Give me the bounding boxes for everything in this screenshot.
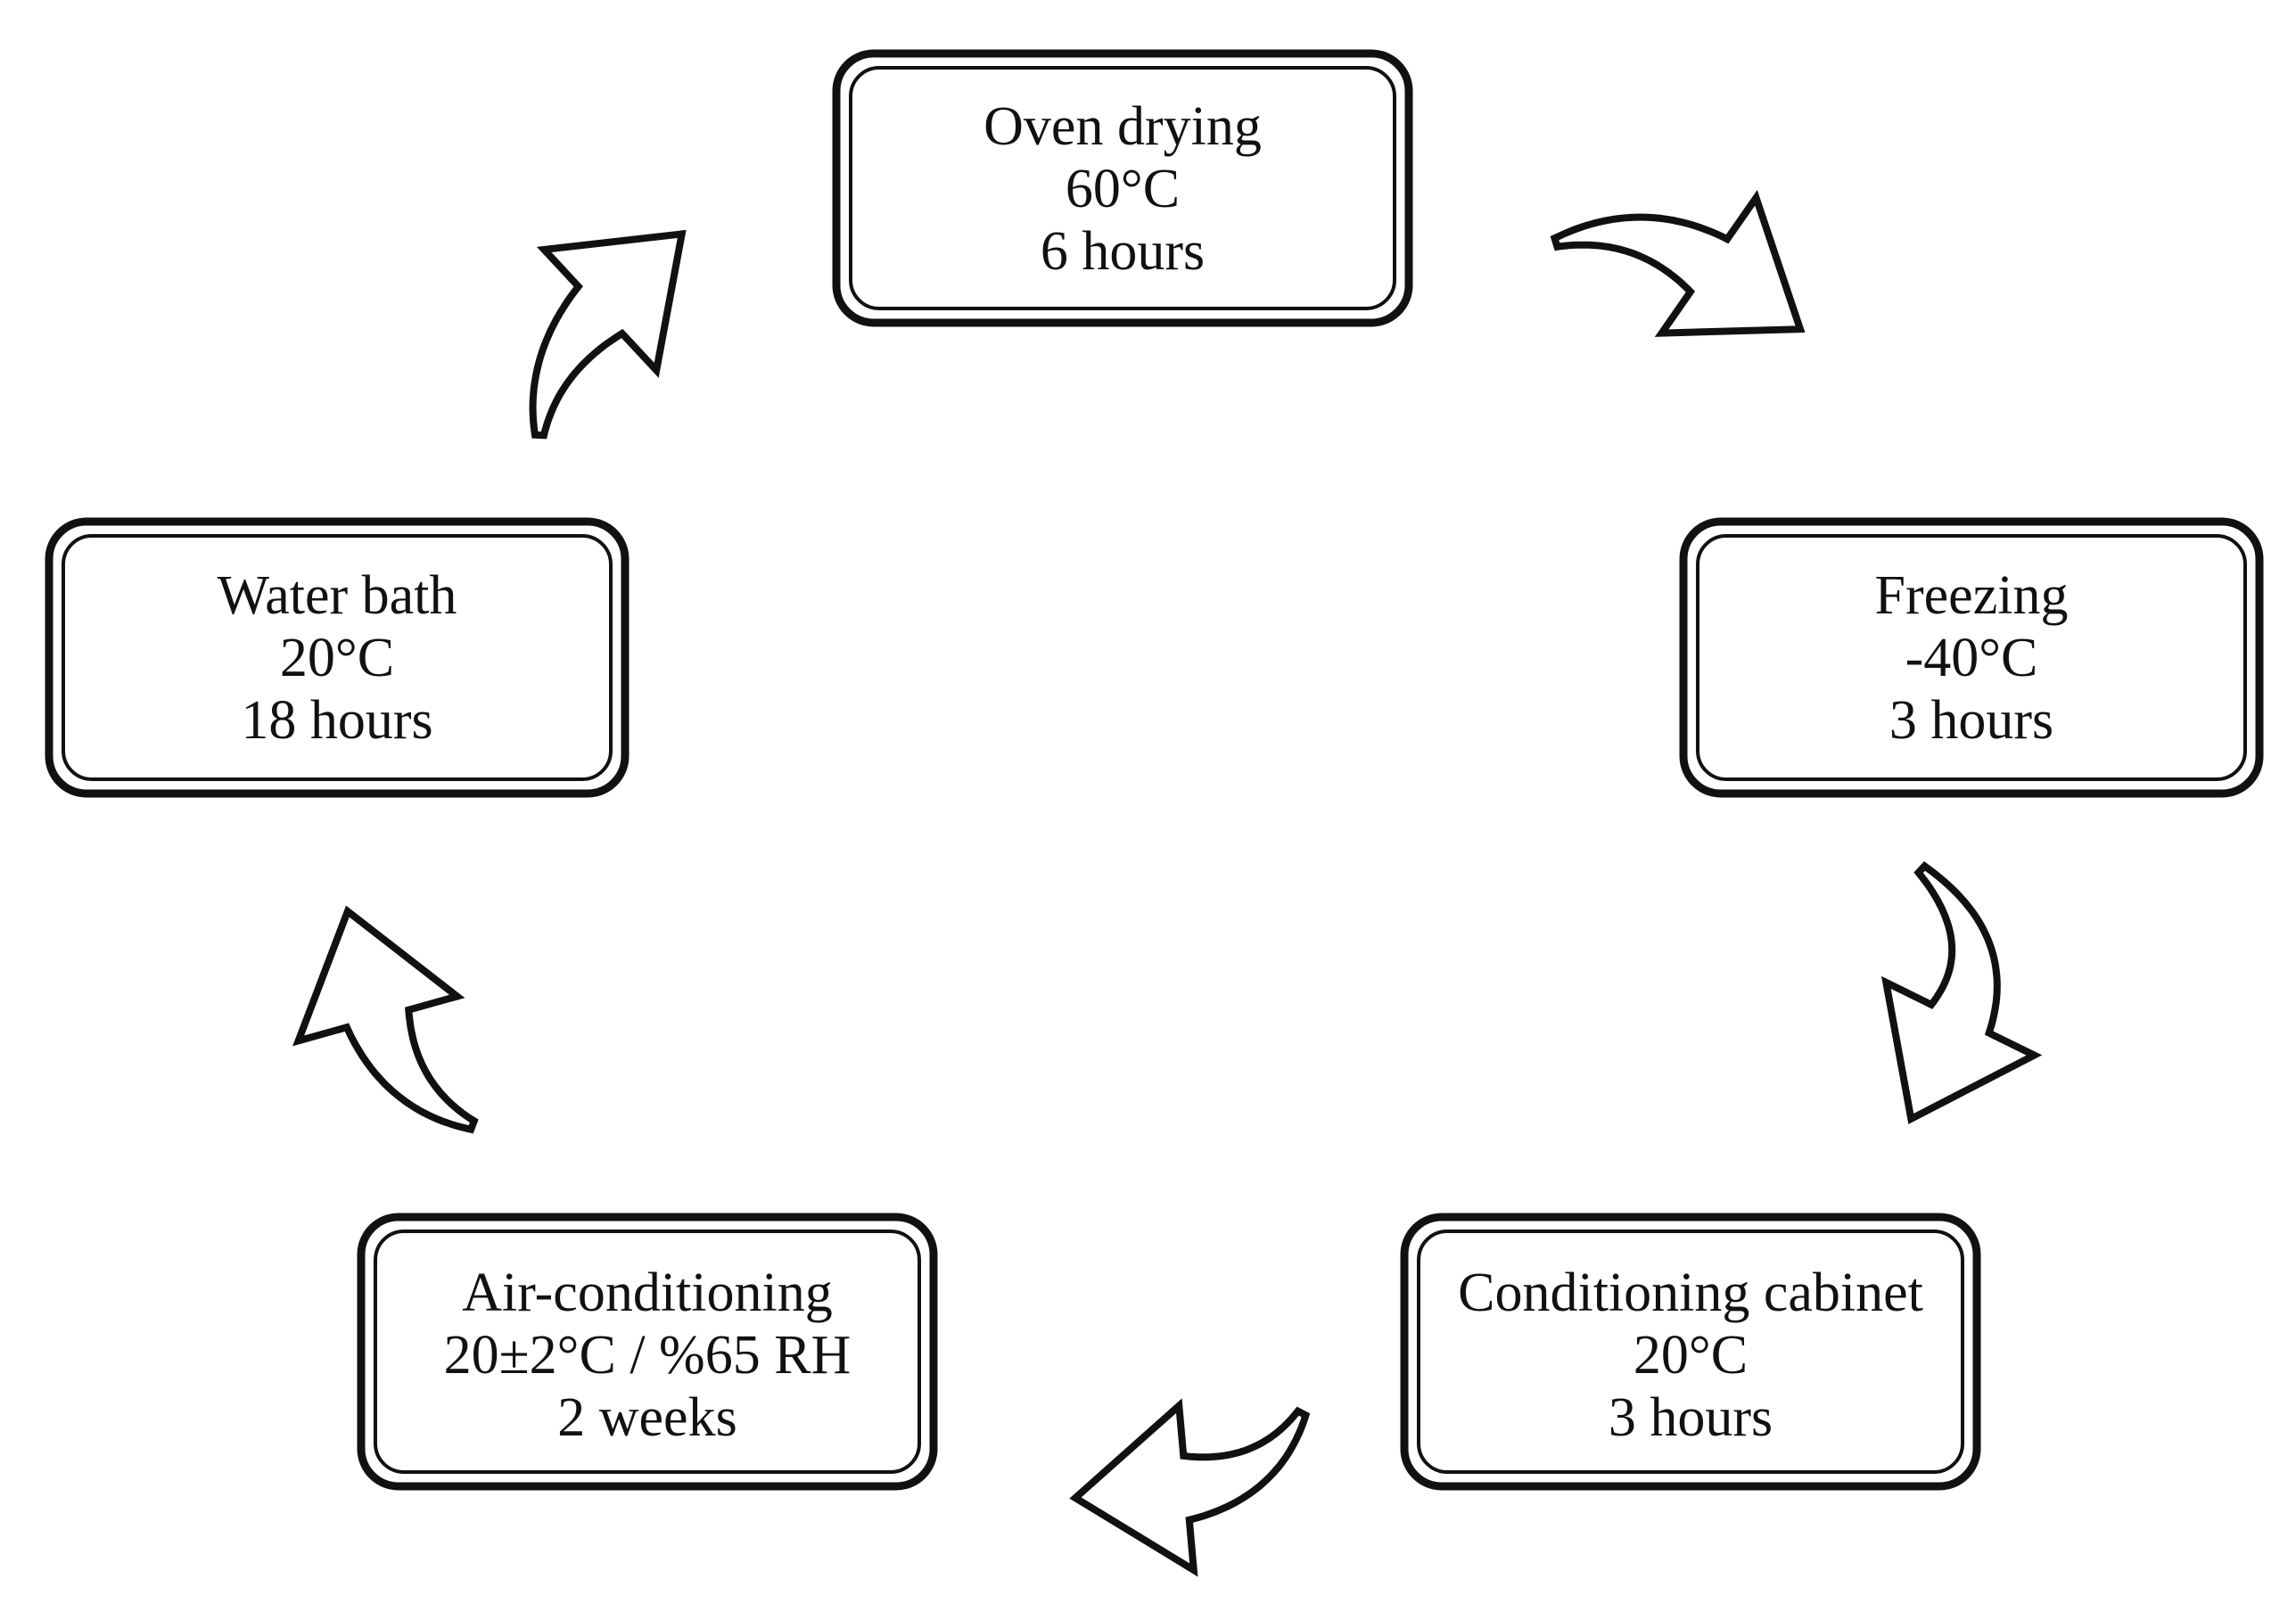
stage-water-bath: Water bath 20°C 18 hours xyxy=(45,517,630,798)
stage-air-conditioning: Air-conditioning 20±2°C / %65 RH 2 weeks xyxy=(357,1213,938,1491)
stage-title: Air-conditioning xyxy=(462,1263,832,1323)
stage-oven-drying: Oven drying 60°C 6 hours xyxy=(832,49,1413,327)
stage-title: Conditioning cabinet xyxy=(1458,1263,1923,1323)
stage-temperature: 20°C xyxy=(1634,1325,1748,1386)
stage-duration: 2 weeks xyxy=(557,1387,737,1448)
stage-title: Water bath xyxy=(218,565,457,626)
stage-conditioning-cabinet: Conditioning cabinet 20°C 3 hours xyxy=(1400,1213,1981,1491)
stage-duration: 6 hours xyxy=(1041,221,1205,282)
arrow-water-bath-to-oven-drying xyxy=(529,229,687,440)
stage-duration: 3 hours xyxy=(1889,690,2053,751)
stage-temperature: -40°C xyxy=(1905,628,2038,688)
arrow-conditioning-cabinet-to-air-conditioning xyxy=(1069,1398,1311,1577)
stage-duration: 3 hours xyxy=(1609,1387,1773,1448)
stage-duration: 18 hours xyxy=(241,690,432,751)
stage-temperature: 20±2°C / %65 RH xyxy=(444,1325,852,1386)
stage-freezing: Freezing -40°C 3 hours xyxy=(1679,517,2264,798)
arrow-oven-drying-to-freezing xyxy=(1550,190,1806,337)
arrow-air-conditioning-to-water-bath xyxy=(292,905,479,1134)
flow-arrows xyxy=(292,190,2043,1577)
stage-title: Oven drying xyxy=(983,96,1262,157)
stage-temperature: 20°C xyxy=(280,628,394,688)
stage-temperature: 60°C xyxy=(1066,159,1180,219)
arrow-freezing-to-conditioning-cabinet xyxy=(1880,860,2043,1124)
stage-title: Freezing xyxy=(1875,565,2069,626)
